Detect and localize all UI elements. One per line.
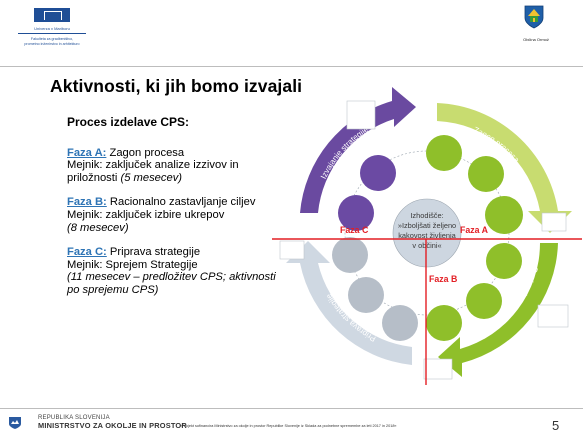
phase-b-name: Racionalno zastavljanje ciljev [106,196,256,209]
milestone-box-bottom [423,358,453,380]
node-a [426,135,462,171]
phase-b-block: Faza B: Racionalno zastavljanje ciljev M… [67,196,277,234]
node-b [468,156,504,192]
phase-b-label: Faza B: [67,196,107,209]
milestone-box-left [279,240,305,260]
phase-a-duration: (5 mesecev) [120,171,183,184]
university-logo: Univerza v Mariboru Fakulteta za gradben… [12,6,92,58]
node-k [360,155,396,191]
phase-c-name: Priprava strategije [106,246,201,259]
university-emblem-icon [34,8,70,22]
university-name: Univerza v Mariboru [34,26,70,31]
ministry-logo: REPUBLIKA SLOVENIJA MINISTRSTVO ZA OKOLJ… [38,415,187,429]
node-j [338,195,374,231]
ministry-line-1: REPUBLIKA SLOVENIJA [38,415,110,421]
center-text-line-4: v občini« [412,241,441,250]
phase-a-block: Faza A: Zagon procesa Mejnik: zaključek … [67,147,277,185]
municipality-crest-icon [524,5,544,29]
center-circle [392,198,462,268]
slide-title: Aktivnosti, ki jih bomo izvajali [50,76,303,96]
ministry-line-2: MINISTRSTVO ZA OKOLJE IN PROSTOR [38,421,187,430]
faculty-name: Fakulteta za gradbeništvo, prometno inže… [12,37,92,47]
phase-a-name: Zagon procesa [106,146,185,159]
page-number: 5 [552,418,560,433]
footer-divider [0,408,583,409]
phase-b-milestone: Mejnik: zaključek izbire ukrepov [67,208,225,221]
milestone-box-right [541,212,567,232]
phase-c-duration: (11 mesecev – predložitev CPS; aktivnost… [67,271,276,296]
arc-a-shape [437,103,572,233]
phase-a-milestone: Mejnik: zaključek analize izzivov in pri… [67,159,239,184]
phase-a-marker: Faza A [460,225,489,235]
phase-b-duration: (8 mesecev) [67,221,129,234]
phase-c-milestone: Mejnik: Sprejem Strategije [67,258,198,271]
process-nodes [332,135,523,341]
node-d [486,243,522,279]
faculty-line-2: prometno inženirstvo in arhitekturo [24,42,80,46]
project-funding-note: »Projekt sofinancira Ministrstvo za okol… [180,424,397,428]
node-e [466,283,502,319]
node-f [426,305,462,341]
phase-a-label: Faza A: [67,146,107,159]
process-description: Proces izdelave CPS: Faza A: Zagon proce… [67,116,277,309]
center-text-line-1: Izhodišče: [410,211,443,220]
center-text-line-3: kakovost življenja [398,231,456,240]
arc-d-shape [300,87,416,213]
phase-c-marker: Faza C [340,225,369,235]
node-i [332,237,368,273]
milestone-box-bottom-right [537,304,569,328]
cps-cycle-diagram: Zagon procesa Racionalno zastavljanje ci… [272,73,582,385]
center-text-line-2: »Izboljšati željeno [398,221,456,230]
node-c [485,196,523,234]
slovenia-coat-of-arms-icon [9,417,21,429]
node-g [382,305,418,341]
phase-c-block: Faza C: Priprava strategije Mejnik: Spre… [67,246,277,296]
process-subtitle: Proces izdelave CPS: [67,115,190,129]
arc-c-shape [286,241,412,365]
logo-divider [18,33,86,34]
phase-c-label: Faza C: [67,246,107,259]
faculty-line-1: Fakulteta za gradbeništvo, [30,37,74,41]
header-divider [0,66,583,67]
phase-b-marker: Faza B [429,274,457,284]
center-text: Izhodišče: »Izboljšati željeno kakovost … [398,211,457,250]
municipality-name: Občina Ormož [523,37,549,42]
node-h [348,277,384,313]
milestone-box-top [346,100,376,130]
